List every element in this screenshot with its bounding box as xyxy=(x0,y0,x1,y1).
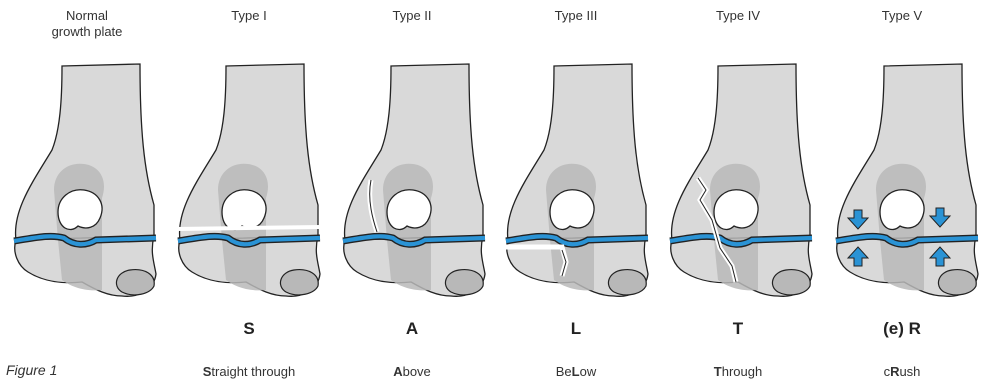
bone-panel-type-i xyxy=(176,64,320,296)
bone-panel-type-iii xyxy=(504,64,648,296)
bone-panel-type-v xyxy=(836,64,978,296)
bone-panel-type-ii xyxy=(343,64,485,296)
bone-panel-normal xyxy=(14,64,156,296)
bone-panel-type-iv xyxy=(670,64,812,296)
